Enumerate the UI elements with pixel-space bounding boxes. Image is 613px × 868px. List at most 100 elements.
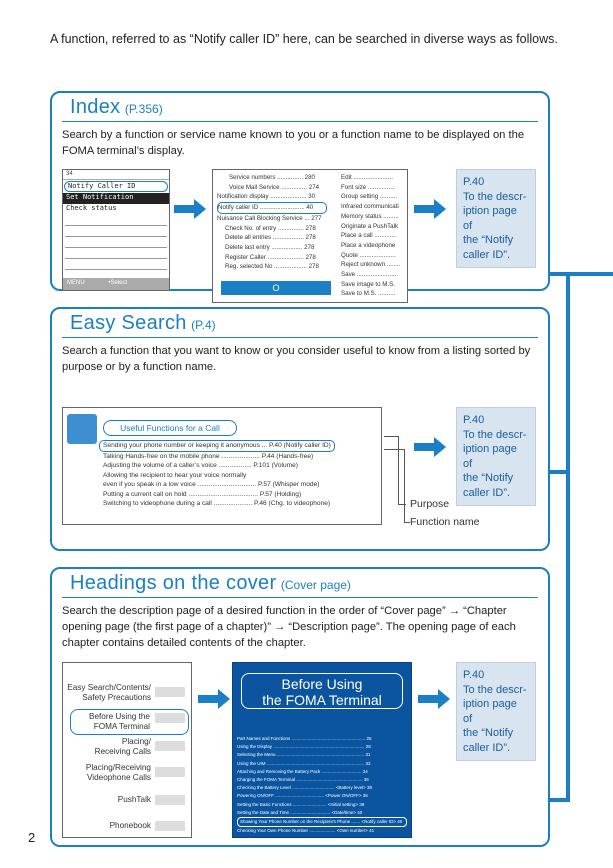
- easy-ref-box: P.40 To the descr- iption page of the “N…: [456, 407, 536, 506]
- contents-line: Videophone Calls: [86, 773, 151, 782]
- list-item: Delete all entries .................. 27…: [225, 234, 316, 242]
- ok-button: O: [221, 281, 331, 295]
- purpose-connector: [398, 504, 406, 505]
- list-item: Place a call .............: [341, 232, 397, 240]
- index-list-right: Edit ....................... Font size .…: [341, 173, 405, 299]
- toc-line: Attaching and Removing the Battery Pack …: [237, 768, 368, 774]
- toc-line: Setting the Date and Time ..............…: [237, 809, 363, 815]
- contents-item: Placing/ Receiving Calls: [95, 737, 151, 757]
- intro-text: A function, referred to as “Notify calle…: [50, 32, 558, 46]
- index-ref-box: P.40 To the descr- iption page of the “N…: [456, 169, 536, 268]
- list-item: Save image to M.S.: [341, 280, 395, 288]
- index-page-ref: (P.356): [124, 102, 163, 116]
- phone-blank-line: [65, 248, 167, 259]
- list-item: Reg. selected No ................... 278: [225, 263, 319, 271]
- phone-blank-line: [65, 226, 167, 237]
- list-item: Nuisance Call Blocking Service ... 277: [217, 214, 322, 222]
- arrow-right-icon: [418, 689, 450, 709]
- toc-line: Setting the Basic Functions ............…: [237, 801, 365, 807]
- chapter-tab: [155, 687, 185, 697]
- side-bracket: [566, 272, 570, 802]
- contents-line: Phonebook: [109, 821, 151, 830]
- contents-line: Placing/: [121, 737, 151, 746]
- toc-line: Using the UIM ..........................…: [237, 760, 371, 766]
- list-item: Memory status .........: [341, 212, 399, 220]
- easy-search-section: Easy Search (P.4) Search a function that…: [50, 307, 550, 551]
- function-connector: [404, 449, 405, 522]
- list-item: Group setting ..........: [341, 193, 398, 201]
- phone-line: Check status: [66, 204, 117, 212]
- cover-ref-box: P.40 To the descr- iption page of the “N…: [456, 662, 536, 761]
- arrow-right-icon: [174, 199, 206, 219]
- phone-footer: MENU •Select: [63, 278, 169, 290]
- toc-line: Powering ON/OFF ........................…: [237, 793, 368, 799]
- arrow-right-icon: [414, 199, 446, 219]
- phone-menu-label: MENU: [67, 280, 85, 286]
- toc-line: Selecting the Menu .....................…: [237, 752, 371, 758]
- index-list: Service numbers ............... 280 Voic…: [212, 169, 408, 303]
- list-item: Delete last entry .................. 278: [225, 243, 315, 251]
- arrow-right-icon: [414, 437, 446, 457]
- ref-line: P.40: [463, 669, 485, 681]
- function-connector: [384, 449, 404, 450]
- chapter-tab: [155, 767, 185, 777]
- function-row: even if you speak in a low voice .......…: [103, 481, 320, 488]
- purpose-connector: [398, 436, 399, 504]
- phone-book-icon: [67, 414, 97, 444]
- phone-blank-line: [65, 237, 167, 248]
- ref-line: iption page of: [463, 443, 517, 470]
- contents-item: Placing/Receiving Videophone Calls: [86, 763, 151, 783]
- chapter-opening-page: Before Using the FOMA Terminal Part Name…: [232, 662, 412, 838]
- easy-page-ref: (P.4): [191, 318, 216, 332]
- side-bracket-bottom: [550, 798, 570, 802]
- ref-line: the “Notify: [463, 472, 514, 484]
- function-row: Switching to videophone during a call ..…: [103, 500, 331, 507]
- index-section: Index (P.356) Search by a function or se…: [50, 91, 550, 303]
- list-item: Voice Mail Service ............... 274: [229, 183, 320, 191]
- chapter-title-line: Before Using: [281, 676, 363, 692]
- ref-line: To the descr-: [463, 683, 527, 696]
- function-row-highlighted: Sending your phone number or keeping it …: [99, 440, 335, 452]
- toc-line-highlighted: Showing Your Phone Number on the Recipie…: [237, 817, 407, 828]
- ref-line: the “Notify: [463, 727, 514, 739]
- contents-item: PushTalk: [118, 795, 151, 805]
- function-row: Talking Hands-free on the mobile phone .…: [103, 452, 314, 460]
- cover-title: Headings on the cover: [70, 572, 277, 594]
- toc-line: Checking the Battery Level .............…: [237, 785, 373, 791]
- list-item: Notification display ...................…: [217, 193, 316, 201]
- ref-line: P.40: [463, 176, 485, 188]
- easy-title: Easy Search: [70, 312, 187, 334]
- function-connector: [404, 522, 410, 523]
- index-title: Index: [70, 96, 121, 118]
- ref-line: P.40: [463, 414, 485, 426]
- list-item: Edit .......................: [341, 174, 393, 181]
- cover-page-ref: (Cover page): [280, 578, 351, 592]
- contents-item: Phonebook: [110, 821, 151, 831]
- index-heading: Index (P.356): [62, 96, 538, 122]
- ref-line: To the descr-: [463, 428, 527, 441]
- list-item: Originate a PushTalk: [341, 222, 399, 230]
- contents-line: FOMA Terminal: [93, 722, 150, 731]
- toc-line: Part Names and Functions ...............…: [237, 736, 372, 741]
- toc-line: Using the Display ......................…: [237, 744, 371, 750]
- phone-select-label: •Select: [108, 280, 128, 286]
- list-item: Register Caller ..................... 27…: [225, 253, 316, 261]
- contents-item: Easy Search/Contents/ Safety Precautions: [67, 683, 151, 703]
- cover-description: Search the description page of a desired…: [62, 605, 516, 649]
- contents-line: Before Using the: [89, 712, 150, 721]
- contents-line: Safety Precautions: [82, 693, 151, 702]
- contents-line: Easy Search/Contents/: [67, 683, 151, 692]
- list-item: Font size ................: [341, 183, 396, 191]
- chapter-title: Before Using the FOMA Terminal: [241, 673, 403, 709]
- list-item: Infrared communicati: [341, 203, 399, 211]
- page-number: 2: [28, 830, 36, 845]
- chapter-tab: [155, 741, 185, 751]
- side-bracket-mid: [550, 470, 570, 474]
- ref-line: iption page of: [463, 205, 517, 232]
- phone-blank-line: [65, 215, 167, 226]
- cover-section: Headings on the cover (Cover page) Searc…: [50, 567, 550, 847]
- list-item: Quote .....................: [341, 251, 396, 259]
- phone-line: Notify Caller ID: [64, 181, 168, 192]
- chapter-tab: [155, 713, 185, 723]
- contents-item-highlighted: Before Using the FOMA Terminal: [70, 709, 189, 735]
